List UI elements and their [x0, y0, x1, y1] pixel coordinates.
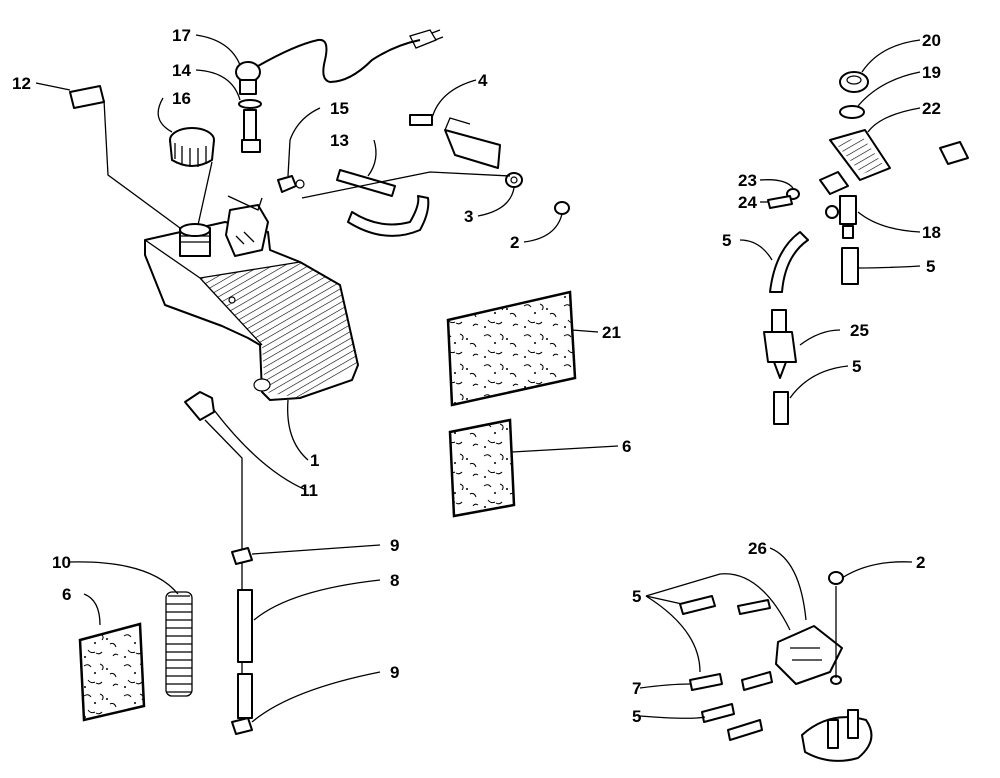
bracket-4 [409, 114, 501, 169]
gasket-pad-6-left [78, 622, 146, 722]
grommet-14 [238, 99, 262, 153]
callout-6-left[interactable]: 6 [62, 585, 71, 604]
callout-7[interactable]: 7 [632, 679, 641, 698]
callout-13[interactable]: 13 [330, 131, 349, 150]
callout-26[interactable]: 26 [748, 539, 767, 558]
callout-16[interactable]: 16 [172, 89, 191, 108]
callout-23[interactable]: 23 [738, 171, 757, 190]
callout-5-valve-curved[interactable]: 5 [722, 231, 731, 250]
callout-19[interactable]: 19 [922, 63, 941, 82]
oil-level-sensor-mount [225, 204, 269, 257]
gasket-pad-21 [446, 290, 577, 407]
callout-9-upper[interactable]: 9 [390, 536, 399, 555]
callout-1[interactable]: 1 [310, 451, 319, 470]
clamp-9-upper [231, 547, 253, 565]
nut-20 [839, 71, 869, 93]
callout-3[interactable]: 3 [464, 207, 473, 226]
sensor-17-harness [235, 29, 444, 95]
callout-5-filter[interactable]: 5 [852, 357, 861, 376]
callout-9-lower[interactable]: 9 [390, 663, 399, 682]
screw-23-24 [767, 188, 800, 209]
callout-2-top[interactable]: 2 [510, 233, 519, 252]
washer-3 [505, 172, 523, 188]
callout-20[interactable]: 20 [922, 31, 941, 50]
callout-14[interactable]: 14 [172, 61, 191, 80]
callout-6-center[interactable]: 6 [622, 437, 631, 456]
callout-12[interactable]: 12 [12, 74, 31, 93]
fuel-valve-18 [819, 171, 857, 239]
hose-13 [336, 169, 430, 237]
oil-tank [144, 221, 359, 401]
callout-24[interactable]: 24 [738, 193, 757, 212]
callout-15[interactable]: 15 [330, 99, 349, 118]
bracket-22 [829, 129, 969, 181]
fitting-15 [277, 139, 305, 193]
hose-8 [237, 589, 253, 663]
hose-5-curved [769, 231, 809, 293]
fuel-pump-26 [775, 586, 843, 685]
filter-25 [763, 309, 797, 379]
callout-11[interactable]: 11 [300, 481, 318, 500]
mounting-plate [801, 709, 873, 762]
oil-tank-filler-neck [179, 223, 211, 257]
callout-2-pump[interactable]: 2 [916, 553, 925, 572]
callout-17[interactable]: 17 [172, 26, 191, 45]
hose-lower [237, 673, 253, 719]
leader-lines [35, 34, 921, 723]
callout-25[interactable]: 25 [850, 321, 869, 340]
callout-8[interactable]: 8 [390, 571, 399, 590]
hose-5-lower [773, 391, 789, 425]
callout-22[interactable]: 22 [922, 99, 941, 118]
hose-5-valve [841, 247, 859, 285]
cap-16 [169, 127, 215, 167]
decal-12 [69, 85, 105, 109]
nut-2-pump [828, 571, 844, 585]
clamp-9-lower [231, 717, 253, 735]
nut-2-top [554, 201, 570, 215]
spring-10 [165, 591, 193, 697]
gasket-pad-6-center [448, 418, 516, 518]
callout-10[interactable]: 10 [52, 553, 71, 572]
callout-5-valve[interactable]: 5 [926, 257, 935, 276]
callout-5-pump[interactable]: 5 [632, 587, 641, 606]
washer-19 [839, 105, 865, 119]
callout-18[interactable]: 18 [922, 223, 941, 242]
callout-21[interactable]: 21 [602, 323, 621, 342]
callout-4[interactable]: 4 [478, 71, 488, 90]
callout-numbers: 17 14 12 16 15 4 13 3 2 20 19 22 23 24 1… [12, 26, 941, 726]
hoses-5-pump [679, 595, 773, 741]
callout-5-pump-lower[interactable]: 5 [632, 707, 641, 726]
